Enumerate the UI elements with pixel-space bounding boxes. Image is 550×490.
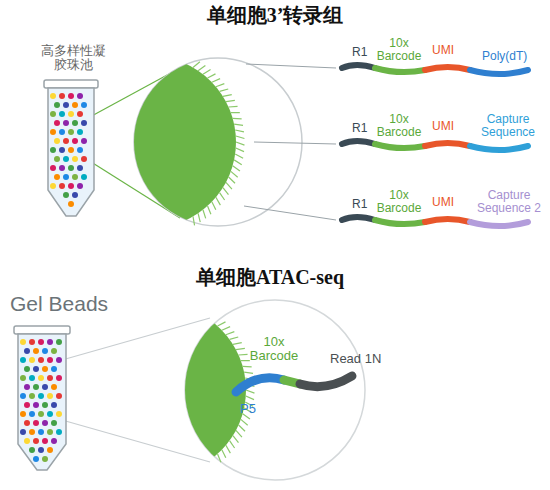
title: 单细胞ATAC-seq bbox=[150, 266, 390, 288]
segment-label: UMI bbox=[432, 44, 454, 57]
oligo bbox=[236, 376, 352, 392]
segment-label: UMI bbox=[432, 120, 454, 133]
tube-label: Gel Beads bbox=[10, 292, 108, 315]
segment-label: Read 1N bbox=[330, 352, 381, 366]
title: 单细胞3’转录组 bbox=[0, 4, 550, 26]
segment-label: 10x Barcode bbox=[374, 189, 424, 215]
segment-label: P5 bbox=[240, 402, 256, 416]
segment-label: Poly(dT) bbox=[482, 50, 527, 63]
segment-label: Capture Sequence 2 bbox=[474, 189, 544, 215]
segment-label: 10x Barcode bbox=[374, 37, 424, 63]
segment-label: 10x Barcode bbox=[244, 335, 304, 364]
segment-label: R1 bbox=[352, 122, 367, 135]
segment-label: Capture Sequence bbox=[476, 113, 540, 139]
segment-label: R1 bbox=[352, 46, 367, 59]
segment-label: 10x Barcode bbox=[374, 113, 424, 139]
pool-label: 高多样性凝胶珠池 bbox=[40, 44, 106, 73]
segment-label: UMI bbox=[432, 196, 454, 209]
segment-label: R1 bbox=[352, 198, 367, 211]
tube bbox=[14, 318, 210, 470]
